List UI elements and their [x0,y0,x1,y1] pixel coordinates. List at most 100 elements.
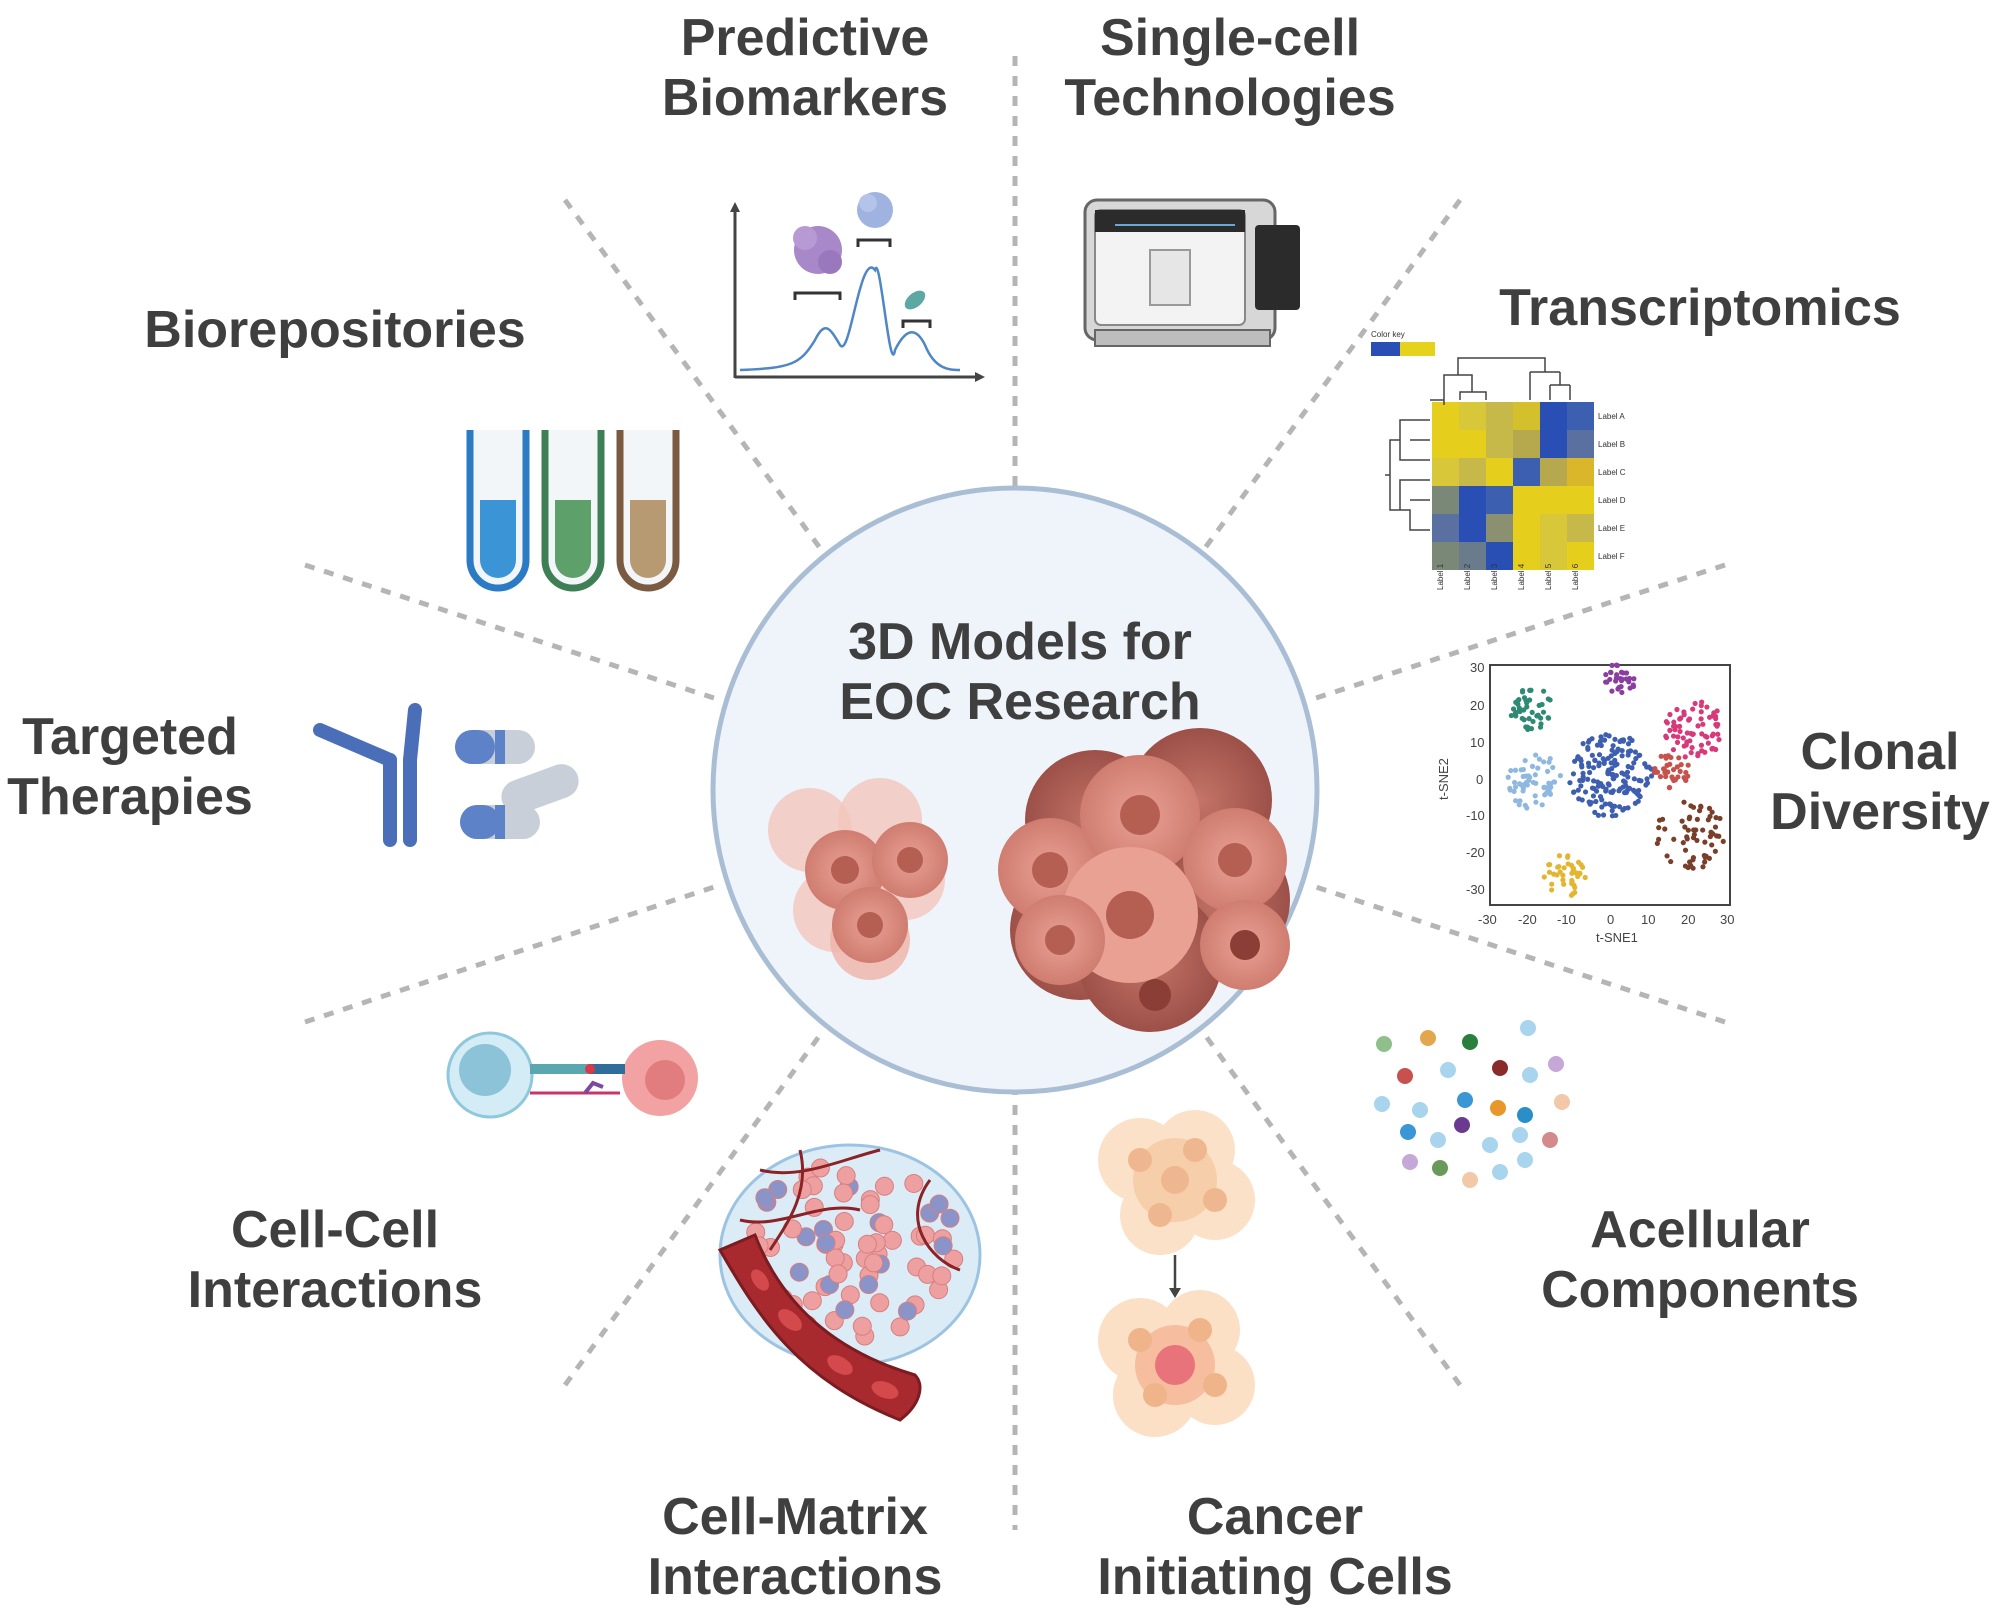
tsne-point [1603,732,1609,738]
tsne-point [1610,788,1616,794]
tsne-point [1674,739,1681,745]
tsne-point [1652,765,1658,772]
tsne-point [1683,777,1689,783]
tsne-point [1682,824,1688,830]
acellular-dot [1482,1137,1498,1153]
heatmap-row-label: Label C [1598,468,1626,477]
acellular-dot [1548,1056,1564,1072]
tsne-point [1590,778,1597,784]
tsne-point [1720,838,1726,845]
tsne-point [1620,778,1627,784]
heatmap-cell [1513,514,1540,542]
matrix-cell [860,1195,880,1215]
acellular-dot [1492,1060,1508,1076]
tsne-point [1527,697,1533,703]
tsne-point [1705,817,1711,823]
tsne-point [1663,719,1669,725]
tsne-point [1682,863,1689,869]
tsne-point [1593,788,1600,794]
tsne-point [1556,853,1563,859]
tsne-point [1507,785,1513,792]
tsne-point [1667,727,1673,733]
heatmap-cell [1486,458,1513,486]
tsne-xtick: 30 [1720,912,1735,927]
tsne-point [1602,801,1608,807]
tsne-point [1681,712,1687,718]
tsne-point [1567,780,1573,786]
tsne-point [1642,761,1648,767]
heatmap-row-label: Label D [1598,496,1626,505]
tsne-point [1713,716,1719,722]
tsne-ytick: 20 [1470,698,1485,713]
acellular-dot [1374,1096,1390,1112]
tsne-ylabel: t-SNE2 [1436,758,1451,800]
tsne-point [1512,767,1519,773]
tsne-point [1686,816,1692,822]
heatmap-cell [1540,486,1567,514]
tsne-point [1648,773,1655,779]
center-title-line2: EOC Research [839,673,1201,731]
acellular-dot [1462,1172,1478,1188]
matrix-cell [864,1253,884,1273]
tsne-point [1631,776,1637,782]
tsne-point [1594,779,1601,785]
tsne-point [1609,688,1615,694]
tsne-point [1549,887,1555,893]
tsne-point [1689,744,1695,751]
tsne-point [1517,798,1523,804]
small-spheroid-icon [768,778,948,980]
tsne-point [1568,892,1575,898]
tsne-point [1587,769,1593,776]
tsne-point [1678,762,1684,768]
tsne-point [1638,778,1644,784]
tsne-point [1704,734,1710,740]
chromatogram-icon [730,192,985,382]
tsne-point [1572,884,1578,891]
heatmap-cell [1459,542,1486,570]
tsne-point [1536,756,1542,762]
tsne-point [1644,780,1651,786]
acellular-dot [1517,1152,1533,1168]
tsne-point [1525,726,1531,732]
matrix-cell [940,1208,960,1228]
tsne-point [1709,809,1715,815]
tsne-point [1700,827,1706,833]
heatmap-cell [1513,430,1540,458]
center-title: 3D Models for EOC Research [760,612,1280,732]
tsne-point [1674,706,1680,713]
tsne-point [1520,788,1526,794]
tsne-point [1694,816,1700,822]
tsne-point [1596,752,1603,758]
acellular-dot [1430,1132,1446,1148]
tsne-point [1508,712,1514,719]
acellular-dot [1512,1127,1528,1143]
heatmap-col-label: Label 4 [1517,563,1526,590]
heatmap-cell [1432,542,1459,570]
tsne-point [1613,812,1619,819]
tsne-point [1577,777,1583,784]
tsne-point [1632,749,1639,755]
label-single-cell-technologies: Single-cell Technologies [1064,9,1396,127]
heatmap-cell [1567,542,1594,570]
tsne-point [1698,716,1704,722]
tsne-point [1611,776,1617,782]
heatmap-cell [1459,514,1486,542]
tsne-point [1679,818,1685,824]
heatmap-cell [1432,514,1459,542]
tsne-point [1533,752,1539,758]
tsne-xtick: 20 [1681,912,1696,927]
tsne-point [1590,765,1597,771]
tsne-point [1541,688,1547,694]
cell-cell-interaction-icon [446,1031,698,1119]
tsne-point [1685,762,1691,768]
tsne-point [1575,859,1582,865]
tsne-point [1629,737,1635,744]
matrix-cell [933,1236,953,1256]
tsne-point [1665,769,1671,775]
tsne-point [1698,742,1705,748]
tsne-point [1712,824,1719,830]
acellular-dot [1517,1107,1533,1123]
tsne-point [1663,773,1669,780]
matrix-cell [857,1234,877,1254]
